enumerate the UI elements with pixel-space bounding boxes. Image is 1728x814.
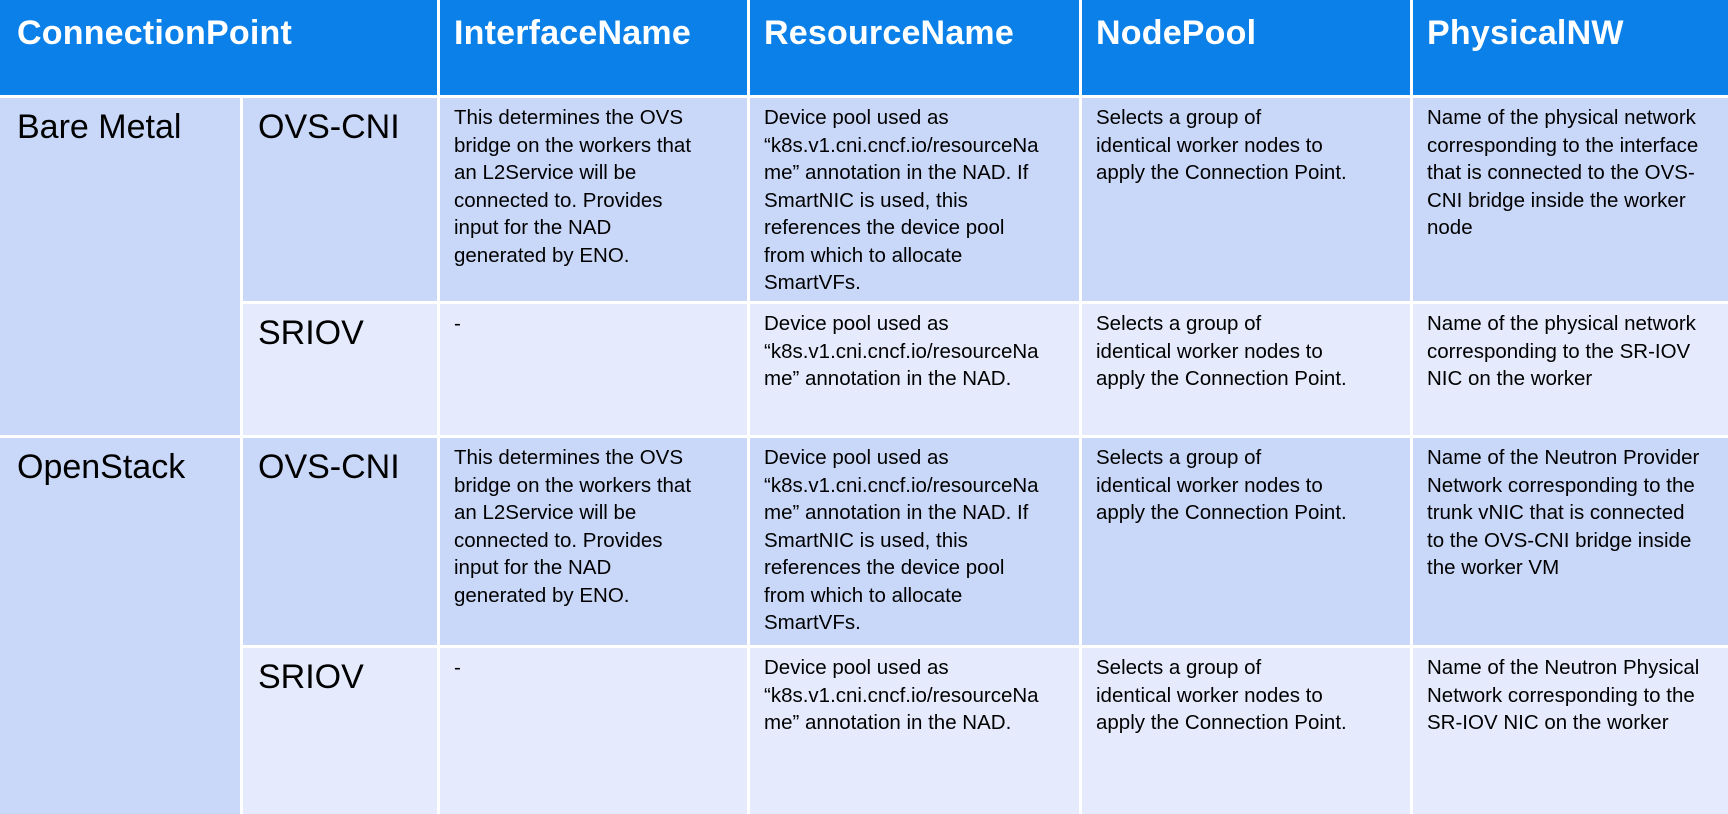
cell-interface-name: -	[440, 648, 747, 814]
cell-physical-nw: Name of the physical network correspondi…	[1413, 98, 1728, 301]
row-type-label: OVS-CNI	[243, 438, 437, 645]
header-node-pool: NodePool	[1082, 0, 1410, 95]
row-type-label: SRIOV	[243, 304, 437, 435]
cell-physical-nw: Name of the physical network correspondi…	[1413, 304, 1728, 435]
cell-resource-name: Device pool used as “k8s.v1.cni.cncf.io/…	[750, 648, 1079, 814]
cell-resource-name: Device pool used as “k8s.v1.cni.cncf.io/…	[750, 438, 1079, 645]
cell-node-pool: Selects a group of identical worker node…	[1082, 648, 1410, 814]
group-label-openstack: OpenStack	[0, 438, 240, 814]
cell-resource-name: Device pool used as “k8s.v1.cni.cncf.io/…	[750, 304, 1079, 435]
cell-physical-nw: Name of the Neutron Provider Network cor…	[1413, 438, 1728, 645]
cell-physical-nw: Name of the Neutron Physical Network cor…	[1413, 648, 1728, 814]
cell-node-pool: Selects a group of identical worker node…	[1082, 98, 1410, 301]
group-label-bare-metal: Bare Metal	[0, 98, 240, 435]
cell-interface-name: This determines the OVS bridge on the wo…	[440, 438, 747, 645]
row-type-label: OVS-CNI	[243, 98, 437, 301]
cell-node-pool: Selects a group of identical worker node…	[1082, 438, 1410, 645]
cell-node-pool: Selects a group of identical worker node…	[1082, 304, 1410, 435]
header-connection-point: ConnectionPoint	[0, 0, 437, 95]
cell-interface-name: -	[440, 304, 747, 435]
header-resource-name: ResourceName	[750, 0, 1079, 95]
header-physical-nw: PhysicalNW	[1413, 0, 1728, 95]
header-interface-name: InterfaceName	[440, 0, 747, 95]
cell-resource-name: Device pool used as “k8s.v1.cni.cncf.io/…	[750, 98, 1079, 301]
row-type-label: SRIOV	[243, 648, 437, 814]
cell-interface-name: This determines the OVS bridge on the wo…	[440, 98, 747, 301]
